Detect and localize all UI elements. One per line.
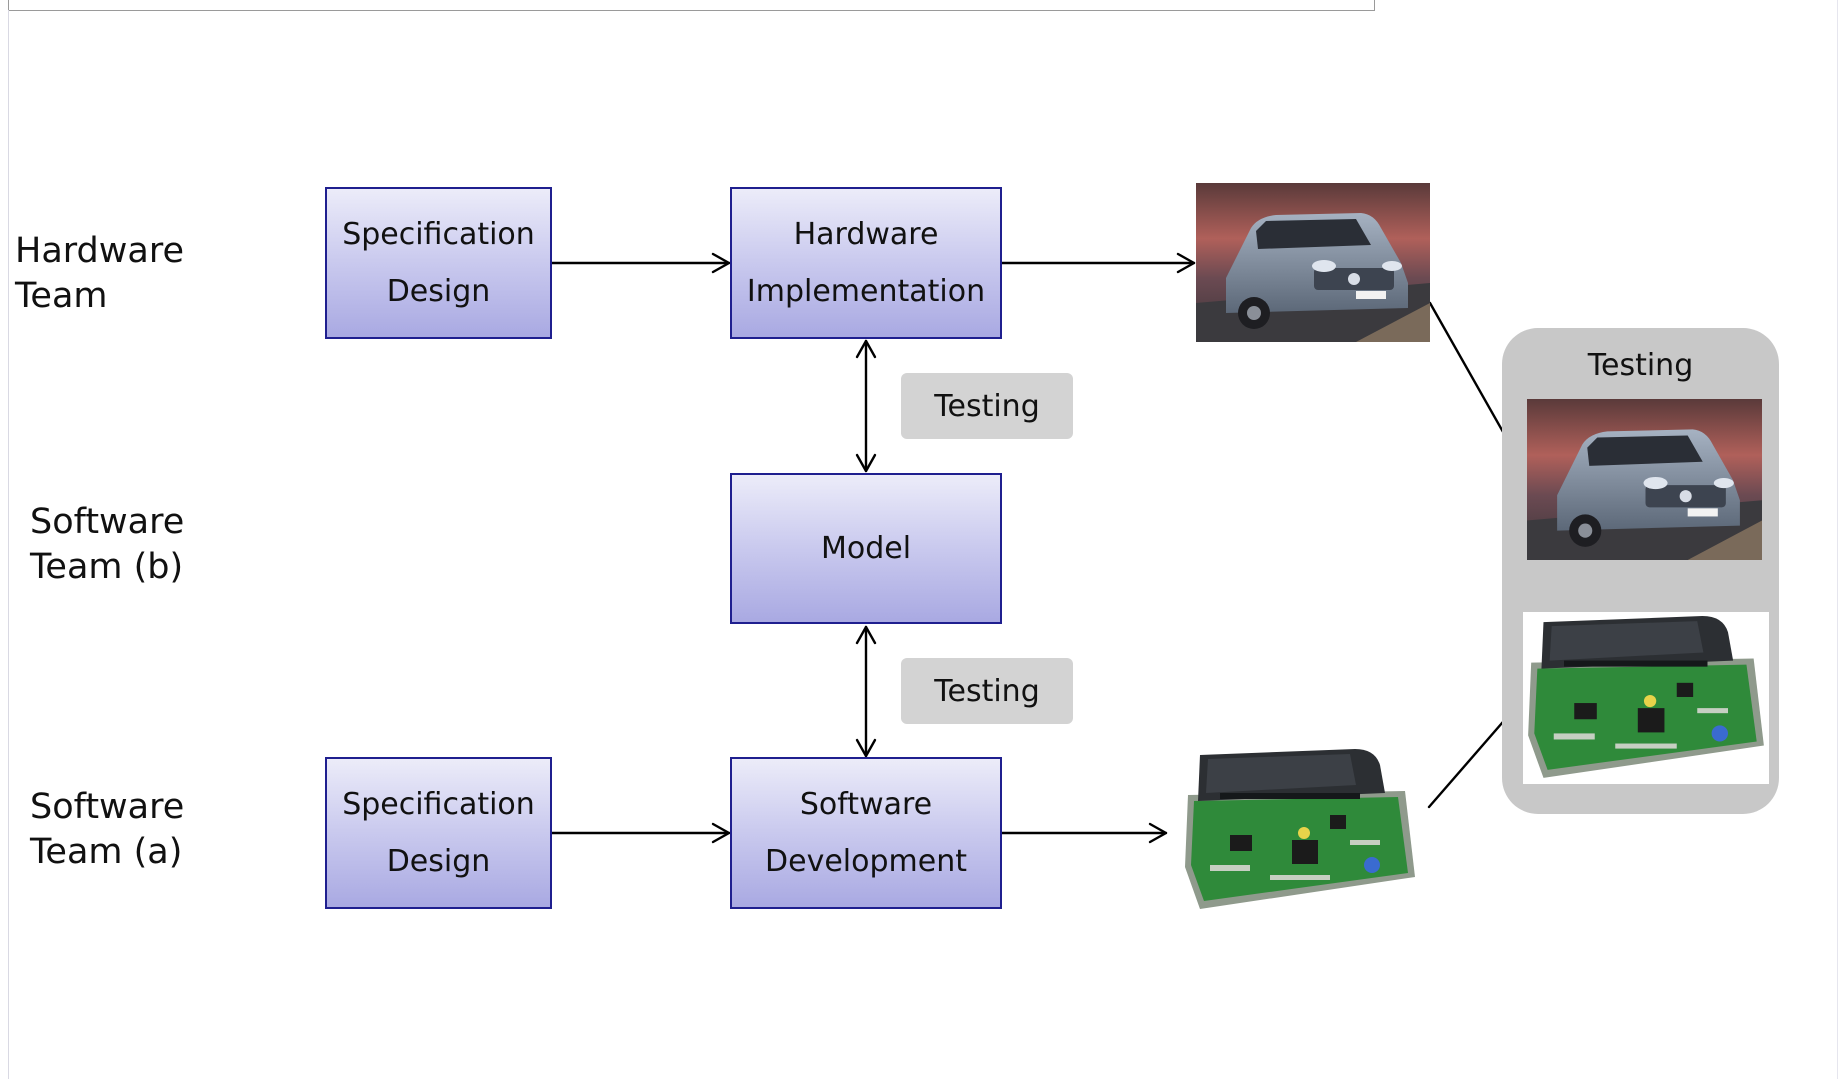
software-development-box: Software Development [730,757,1002,909]
left-frame-border [8,10,9,1079]
ecu-board-image [1185,749,1415,909]
ecu-photo [1180,745,1420,915]
testing-car-photo [1527,399,1762,560]
testing-pill-upper: Testing [901,373,1073,439]
car-image [1196,183,1430,342]
testing-ecu-photo [1523,612,1769,784]
model-box: Model [730,473,1002,624]
testing-panel-title: Testing [1587,348,1694,383]
testing-panel: Testing [1502,328,1779,814]
hardware-team-label: Hardware Team [15,231,184,316]
software-team-a-label: Software Team (a) [30,787,185,872]
testing-pill-lower: Testing [901,658,1073,724]
hw-specification-design-box: Specification Design [325,187,552,339]
sw-specification-design-box: Specification Design [325,757,552,909]
car-photo [1196,183,1430,342]
testing-ecu-image [1523,612,1769,784]
software-team-b-label: Software Team (b) [30,502,185,587]
right-frame-border [1837,0,1838,1079]
top-frame-border [8,0,1375,11]
testing-car-image [1527,399,1762,560]
hardware-implementation-box: Hardware Implementation [730,187,1002,339]
